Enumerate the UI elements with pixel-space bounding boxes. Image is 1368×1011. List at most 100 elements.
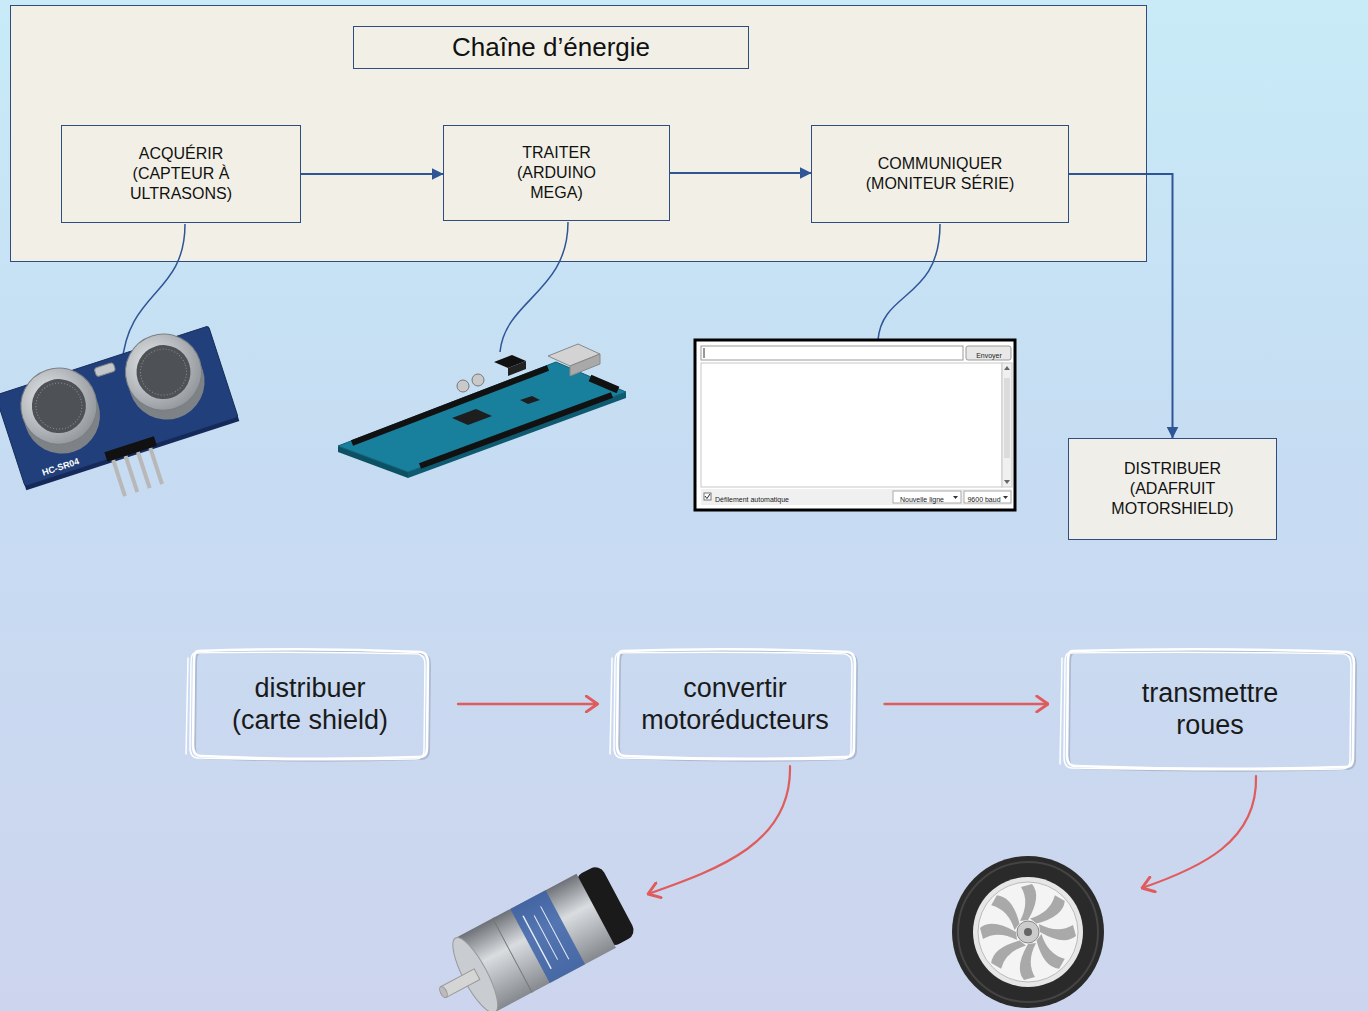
ultrasonic-sensor xyxy=(136,451,152,488)
serial-monitor xyxy=(1003,496,1008,499)
node-label: ACQUÉRIR (CAPTEUR À ULTRASONS) xyxy=(106,144,256,204)
serial-monitor xyxy=(704,348,705,358)
function-box: ACQUÉRIR (CAPTEUR À ULTRASONS) xyxy=(61,125,301,223)
serial-monitor xyxy=(705,494,710,499)
label-holder: 9600 baud xyxy=(967,489,1000,505)
serial-monitor xyxy=(964,491,1011,503)
sketch-stroke xyxy=(193,649,428,759)
serial-monitor xyxy=(704,493,711,500)
label-holder: Défilement automatique xyxy=(715,489,789,505)
wheel xyxy=(952,856,1104,1008)
serial-monitor xyxy=(953,496,958,499)
arduino-board xyxy=(420,395,612,466)
sketch-stroke xyxy=(619,651,857,761)
ultrasonic-sensor xyxy=(135,343,193,401)
wheel xyxy=(1024,928,1032,936)
ultrasonic-sensor xyxy=(94,362,116,377)
sketch-outline xyxy=(190,648,430,760)
wheel xyxy=(1039,924,1076,940)
serial-monitor xyxy=(695,340,1015,510)
button-label: Envoyer xyxy=(976,352,1002,359)
serial-monitor xyxy=(701,489,1012,505)
wheel xyxy=(958,862,1098,1002)
node-label: transmettre roues xyxy=(1124,677,1296,742)
sketch-arrow xyxy=(885,703,1049,705)
wheel xyxy=(1020,943,1036,980)
arduino-board xyxy=(508,361,526,376)
gear-motor xyxy=(541,906,569,959)
sketch-box: distribuer (carte shield) xyxy=(190,648,430,760)
function-box: TRAITER (ARDUINO MEGA) xyxy=(443,125,670,221)
wheel xyxy=(973,877,1083,987)
serial-monitor xyxy=(1004,366,1010,370)
dropdown-value: 9600 baud xyxy=(967,496,1000,503)
sketch-stroke xyxy=(610,658,612,754)
node-label: TRAITER (ARDUINO MEGA) xyxy=(501,143,613,203)
leader-line xyxy=(500,222,568,352)
sketch-outline xyxy=(1064,648,1356,770)
ultrasonic-sensor xyxy=(111,459,127,496)
arduino-board xyxy=(472,374,484,386)
leader-line xyxy=(878,224,940,340)
arduino-board xyxy=(457,380,469,392)
node-label: distribuer (carte shield) xyxy=(221,672,399,737)
wheel xyxy=(1020,884,1036,921)
arduino-board xyxy=(338,362,626,472)
serial-monitor xyxy=(695,340,1015,510)
ultrasonic-sensor xyxy=(0,318,250,524)
serial-monitor xyxy=(893,491,961,503)
wheel xyxy=(980,924,1017,940)
serial-monitor xyxy=(1004,378,1010,458)
chain-panel: Chaîne d’énergieACQUÉRIR (CAPTEUR À ULTR… xyxy=(10,5,1147,262)
serial-monitor xyxy=(966,346,1011,360)
sketch-stroke xyxy=(190,652,425,760)
serial-monitor xyxy=(701,346,963,360)
node-label: DISTRIBUER (ADAFRUIT MOTORSHIELD) xyxy=(1102,459,1244,519)
arduino-board xyxy=(338,344,626,478)
ultrasonic-sensor xyxy=(148,447,164,484)
function-box: COMMUNIQUER (MONITEUR SÉRIE) xyxy=(811,125,1069,223)
ultrasonic-sensor xyxy=(116,324,212,420)
arduino-board xyxy=(452,409,492,425)
gear-motor xyxy=(493,918,532,992)
wheel xyxy=(1017,921,1039,943)
label-holder: Nouvelle ligne xyxy=(900,489,944,505)
flow-arrow xyxy=(1069,174,1173,438)
arduino-board xyxy=(520,396,540,404)
wheel xyxy=(978,882,1078,982)
ultrasonic-sensor xyxy=(11,358,107,454)
sketch-outline xyxy=(614,648,857,760)
ultrasonic-sensor xyxy=(0,326,238,487)
function-box: DISTRIBUER (ADAFRUIT MOTORSHIELD) xyxy=(1068,438,1277,540)
sketch-stroke xyxy=(195,651,430,761)
sketch-box: convertir motoréducteurs xyxy=(614,648,857,760)
wheel xyxy=(952,856,1104,1008)
gear-motor xyxy=(438,985,449,998)
sketch-stroke xyxy=(617,649,855,759)
node-label: convertir motoréducteurs xyxy=(628,672,843,737)
sketch-stroke xyxy=(614,652,852,760)
flow-arrow xyxy=(301,173,443,175)
sketch-arrow xyxy=(458,703,598,705)
sketch-stroke xyxy=(1069,651,1356,771)
sketch-stroke xyxy=(186,658,188,754)
gear-motor xyxy=(523,916,551,969)
panel-ground xyxy=(10,5,1147,262)
leader-arrow xyxy=(648,766,1256,894)
serial-monitor xyxy=(1002,363,1012,487)
ultrasonic-sensor xyxy=(124,455,140,492)
serial-monitor xyxy=(701,363,1002,487)
ultrasonic-sensor xyxy=(30,377,88,435)
label-holder: Envoyer xyxy=(976,345,1002,361)
serial-monitor xyxy=(1004,480,1010,484)
checkbox-label: Défilement automatique xyxy=(715,496,789,503)
ultrasonic-sensor xyxy=(129,338,197,406)
leader-arrow xyxy=(648,766,790,894)
arduino-board xyxy=(590,378,618,390)
sketch-stroke xyxy=(1064,652,1351,770)
gear-motor xyxy=(421,862,638,1011)
panel-title: Chaîne d’énergie xyxy=(353,26,749,69)
arduino-board xyxy=(570,354,600,376)
sketch-stroke xyxy=(1067,649,1354,769)
